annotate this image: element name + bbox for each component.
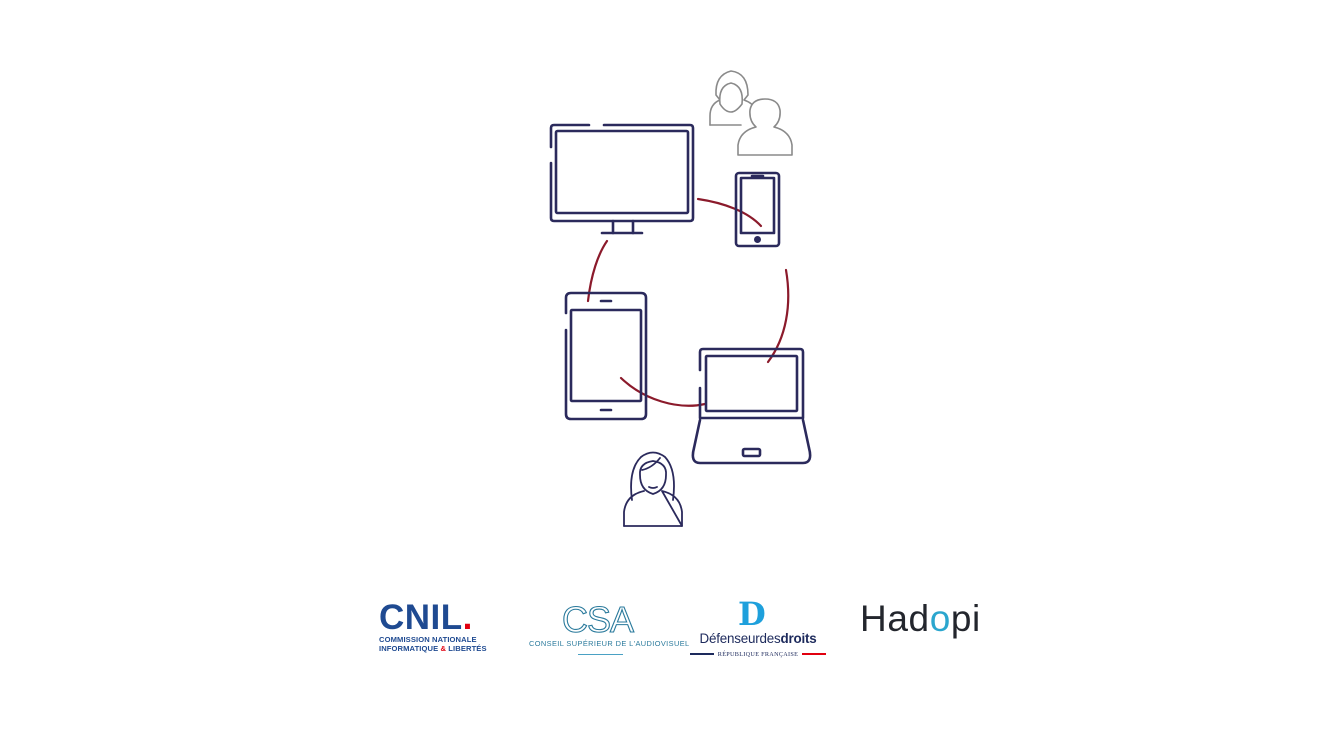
ddd-name-part1: Défenseur <box>699 631 760 646</box>
connection-monitor-phone <box>696 197 763 228</box>
ddd-rule-left <box>690 653 714 655</box>
cnil-line2-amp: & <box>440 644 447 653</box>
connection-laptop-tablet <box>619 376 707 407</box>
tablet-icon <box>564 291 648 421</box>
cnil-line2-part2: LIBERTÉS <box>446 644 487 653</box>
hadopi-wordmark: Hadopi <box>860 600 1000 637</box>
cnil-line2-part1: INFORMATIQUE <box>379 644 441 653</box>
csa-divider <box>578 654 623 655</box>
connected-devices-illustration <box>549 70 812 527</box>
ddd-name-part2: des <box>759 631 781 646</box>
hadopi-part2: pi <box>950 598 981 639</box>
csa-wordmark-text: CSA <box>562 599 634 637</box>
ddd-republic-row: RÉPUBLIQUE FRANÇAISE <box>690 649 826 659</box>
connection-phone-laptop <box>766 268 790 364</box>
ddd-name: Défenseurdesdroits <box>690 631 826 646</box>
cnil-wordmark-dot: . <box>462 598 473 637</box>
monitor-icon <box>549 123 695 235</box>
cnil-wordmark: CNIL. <box>379 600 489 635</box>
ddd-republic-text: RÉPUBLIQUE FRANÇAISE <box>717 650 799 658</box>
cnil-subtitle-line2: INFORMATIQUE & LIBERTÉS <box>379 644 489 653</box>
smartphone-icon <box>734 171 781 248</box>
cnil-subtitle-line1: COMMISSION NATIONALE <box>379 635 477 644</box>
woman-icon <box>623 451 683 527</box>
hadopi-part1: Had <box>860 598 930 639</box>
ddd-d-mark: D <box>738 595 766 633</box>
hadopi-o: o <box>929 598 951 639</box>
ddd-name-part3: droits <box>780 631 817 646</box>
cnil-wordmark-text: CNIL <box>379 598 463 637</box>
csa-subtitle: CONSEIL SUPÉRIEUR DE L'AUDIOVISUEL <box>529 639 690 648</box>
laptop-icon <box>691 347 812 465</box>
defenseur-des-droits-logo: D Défenseurdesdroits RÉPUBLIQUE FRANÇAIS… <box>690 595 826 660</box>
cnil-logo: CNIL. COMMISSION NATIONALE INFORMATIQUE … <box>379 600 489 658</box>
couple-icon <box>709 70 793 156</box>
csa-wordmark: CSA <box>561 599 635 637</box>
ddd-rule-right <box>802 653 826 655</box>
hadopi-logo: Hadopi <box>860 600 1000 656</box>
csa-logo: CSA CONSEIL SUPÉRIEUR DE L'AUDIOVISUEL <box>529 599 690 659</box>
